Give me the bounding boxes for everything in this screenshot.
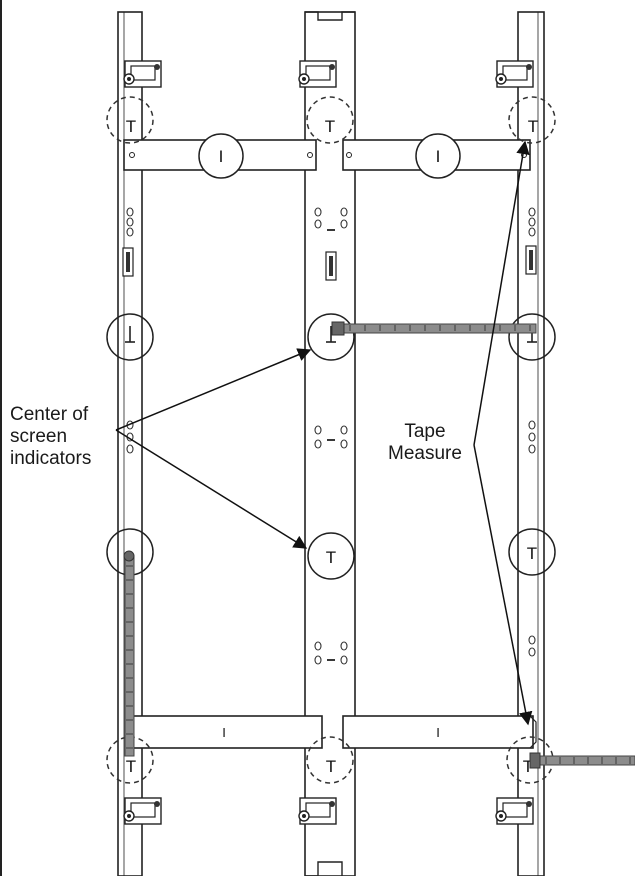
bracket-clip bbox=[495, 797, 534, 825]
solid-indicator-circles bbox=[106, 133, 556, 580]
glyph-bottom-left: T bbox=[126, 757, 136, 776]
glyph-bottom-right: T bbox=[523, 757, 533, 776]
tape-measure-horizontal bbox=[331, 321, 537, 336]
arrow-to-top-right bbox=[473, 140, 530, 446]
tape-measure-bottom bbox=[529, 752, 635, 769]
line-indicators bbox=[125, 326, 537, 343]
glyph-bottom-crossbar-right: I bbox=[436, 725, 440, 740]
crossbar-bottom-right bbox=[342, 715, 537, 749]
glyph-crossbar-left: I bbox=[219, 147, 224, 166]
arrow-to-upper-center bbox=[115, 348, 312, 431]
tape-measure-vertical bbox=[123, 550, 135, 757]
glyph-top-center: T bbox=[325, 117, 335, 136]
crossbar-bottom-left bbox=[131, 715, 323, 749]
bracket-clip bbox=[123, 797, 162, 825]
glyph-mid-center: T bbox=[326, 548, 336, 567]
glyph-bottom-crossbar-left: I bbox=[222, 725, 226, 740]
bracket-clip bbox=[123, 60, 162, 88]
glyph-top-left: T bbox=[126, 117, 136, 136]
bracket-clip bbox=[298, 797, 337, 825]
arrow-to-bottom-right bbox=[473, 444, 533, 726]
bracket-clip bbox=[495, 60, 534, 88]
center-of-screen-indicators-label: Center of screen indicators bbox=[10, 404, 92, 469]
bracket-clip bbox=[298, 60, 337, 88]
arrow-to-lower-center bbox=[115, 429, 308, 549]
rail-tags bbox=[122, 245, 537, 281]
rail-center-top-notch bbox=[305, 11, 355, 21]
bracket-clips bbox=[123, 60, 534, 825]
tape-measure-label: Tape Measure bbox=[388, 421, 462, 464]
center-indicator-arrows bbox=[115, 348, 312, 549]
glyph-crossbar-right: I bbox=[436, 147, 441, 166]
tape-measure-arrows bbox=[473, 140, 533, 726]
glyph-bottom-center: T bbox=[326, 757, 336, 776]
glyph-mid-right: T bbox=[527, 544, 537, 563]
glyph-top-right: T bbox=[528, 117, 538, 136]
